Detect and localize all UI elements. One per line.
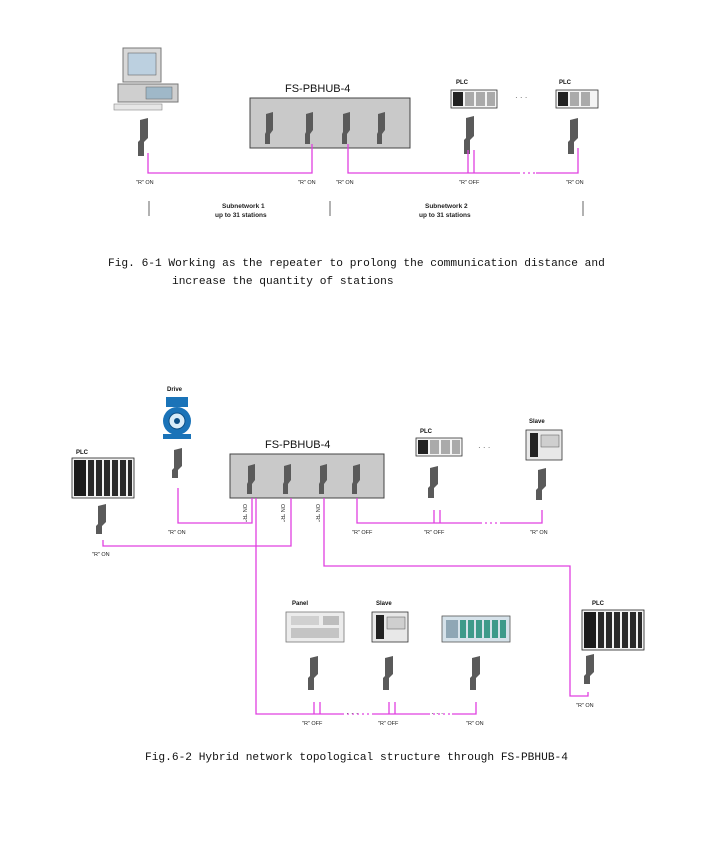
io-station-connector-label: "R" ON	[466, 721, 484, 727]
figure-1-caption-line-1: Fig. 6-1 Working as the repeater to prol…	[108, 258, 605, 270]
subnetwork-1-capacity: up to 31 stations	[215, 212, 267, 219]
drive-label: Drive	[167, 387, 183, 393]
bus-subnetwork-2	[347, 144, 579, 174]
slave-bottom-label: Slave	[376, 601, 392, 607]
io-station-connector	[470, 656, 480, 690]
hub-port-4-connector-label: "R" OFF	[352, 530, 373, 536]
slave-bottom-connector	[383, 656, 393, 690]
plc-left-connector	[96, 504, 106, 534]
io-station-device	[441, 615, 511, 643]
hub-port-2-label: ON "R"	[279, 504, 285, 522]
pc-workstation	[113, 47, 179, 111]
panel-connector	[308, 656, 318, 690]
plc-top-connector	[428, 466, 438, 498]
plc-a	[450, 89, 498, 109]
plc-top-connector-label: "R" OFF	[424, 530, 445, 536]
ellipsis-bottom-2: · · ·	[431, 709, 443, 718]
ellipsis-top: · · ·	[515, 93, 527, 102]
plc-b	[555, 89, 599, 109]
slave-top-connector	[536, 468, 546, 500]
panel-connector-label: "R" OFF	[302, 721, 323, 727]
plc-a-connector	[464, 116, 474, 154]
slave-top-connector-label: "R" ON	[530, 530, 548, 536]
hub-label: FS-PBHUB-4	[285, 83, 350, 95]
hub-port-2	[283, 464, 291, 494]
subnetwork-1-title: Subnetwork 1	[222, 203, 265, 210]
slave-bottom-device	[371, 611, 409, 643]
slave-bottom-connector-label: "R" OFF	[378, 721, 399, 727]
hub-label: FS-PBHUB-4	[265, 439, 330, 451]
plc-right-connector-label: "R" ON	[576, 703, 594, 709]
plc-left-label: PLC	[76, 450, 89, 456]
figure-2-caption: Fig.6-2 Hybrid network topological struc…	[145, 752, 568, 764]
ellipsis-bottom-1: · · ·	[346, 709, 358, 718]
drive-connector	[172, 448, 182, 478]
plc-left-device	[71, 457, 135, 499]
figure-2-diagram: Drive PLC FS-PBHUB-4 ON "R" ON "R" ON "R…	[71, 387, 645, 727]
slave-top-device	[525, 429, 563, 461]
pc-connector-label: "R" ON	[136, 180, 154, 186]
plc-right-label: PLC	[592, 601, 605, 607]
drive-connector-label: "R" ON	[168, 530, 186, 536]
drive-device	[163, 397, 191, 439]
plc-right-connector	[584, 654, 594, 684]
hub-port-3-label: ON "R"	[314, 504, 320, 522]
plc-left-connector-label: "R" ON	[92, 552, 110, 558]
plc-right-device	[581, 609, 645, 651]
plc-top-device	[415, 437, 463, 457]
hub-port-1-label: ON "R"	[241, 504, 247, 522]
subnetwork-2-title: Subnetwork 2	[425, 203, 468, 210]
plc-b-connector-label: "R" ON	[566, 180, 584, 186]
hub-port-3	[319, 464, 327, 494]
figure-1-caption-line-2: increase the quantity of stations	[172, 276, 394, 288]
pc-connector	[138, 118, 148, 156]
hub-port-4	[352, 464, 360, 494]
plc-top-label: PLC	[420, 429, 433, 435]
hub-device	[229, 453, 385, 499]
plc-b-label: PLC	[559, 80, 572, 86]
hub-port-1	[247, 464, 255, 494]
hub-right-connector-label: "R" ON	[336, 180, 354, 186]
plc-a-label: PLC	[456, 80, 469, 86]
panel-device	[285, 611, 345, 643]
bus-lines	[102, 488, 589, 715]
ellipsis-top: · · ·	[478, 443, 490, 452]
panel-label: Panel	[292, 601, 308, 607]
hub-left-connector-label: "R" ON	[298, 180, 316, 186]
plc-a-connector-label: "R" OFF	[459, 180, 480, 186]
bus-subnetwork-1	[147, 144, 313, 174]
hub-device	[249, 97, 411, 149]
slave-top-label: Slave	[529, 419, 545, 425]
plc-b-connector	[568, 118, 578, 154]
subnetwork-2-capacity: up to 31 stations	[419, 212, 471, 219]
figure-1-diagram: FS-PBHUB-4 PLC · · · PLC	[113, 47, 599, 219]
